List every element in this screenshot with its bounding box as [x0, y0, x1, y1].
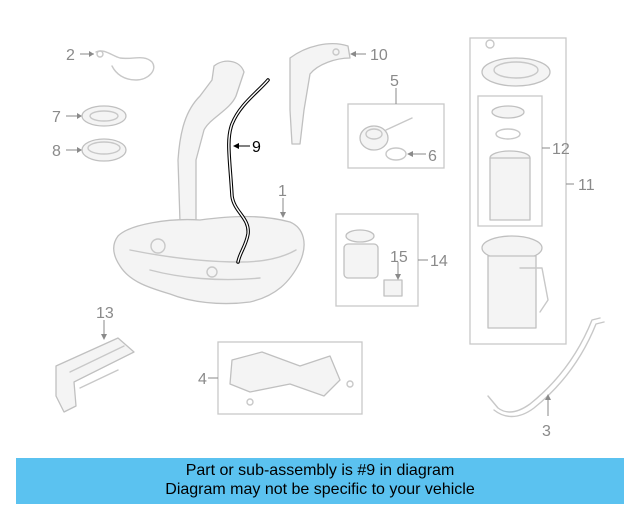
callout-6: 6 — [428, 148, 437, 165]
part-8-seal — [66, 138, 127, 162]
banner-line-1: Part or sub-assembly is #9 in diagram — [185, 462, 455, 479]
callout-3: 3 — [542, 423, 551, 440]
part-13-control-module — [55, 320, 135, 413]
part-5-valve — [359, 88, 413, 151]
group-box-12 — [477, 95, 543, 227]
part-3-strap — [487, 317, 605, 418]
callout-8: 8 — [52, 143, 61, 160]
callout-4: 4 — [198, 371, 207, 388]
part-12-filter — [489, 105, 550, 221]
callout-7: 7 — [52, 109, 61, 126]
part-14-sender-unit — [343, 229, 428, 279]
callout-14: 14 — [430, 253, 448, 270]
callout-9: 9 — [252, 139, 261, 156]
callout-15: 15 — [390, 249, 408, 266]
part-6-o-ring — [385, 147, 426, 161]
callout-2: 2 — [66, 47, 75, 64]
group-box-11 — [469, 37, 567, 345]
callout-10: 10 — [370, 47, 388, 64]
part-10-filler-bracket — [289, 43, 366, 145]
banner-line-2: Diagram may not be specific to your vehi… — [165, 481, 475, 498]
info-banner: Part or sub-assembly is #9 in diagram Di… — [16, 458, 624, 504]
callout-11: 11 — [578, 177, 595, 194]
callout-12: 12 — [552, 141, 570, 158]
part-7-ring — [66, 105, 127, 127]
part-2-cable — [80, 50, 155, 81]
callout-1: 1 — [278, 183, 287, 200]
part-11-pump-assembly — [481, 39, 574, 329]
callout-5: 5 — [390, 73, 399, 90]
part-4-heat-shield — [208, 351, 354, 406]
part-9-vent-line — [227, 78, 270, 264]
part-15-connector — [383, 262, 403, 297]
part-1-fuel-tank — [113, 60, 305, 305]
callout-13: 13 — [96, 305, 114, 322]
